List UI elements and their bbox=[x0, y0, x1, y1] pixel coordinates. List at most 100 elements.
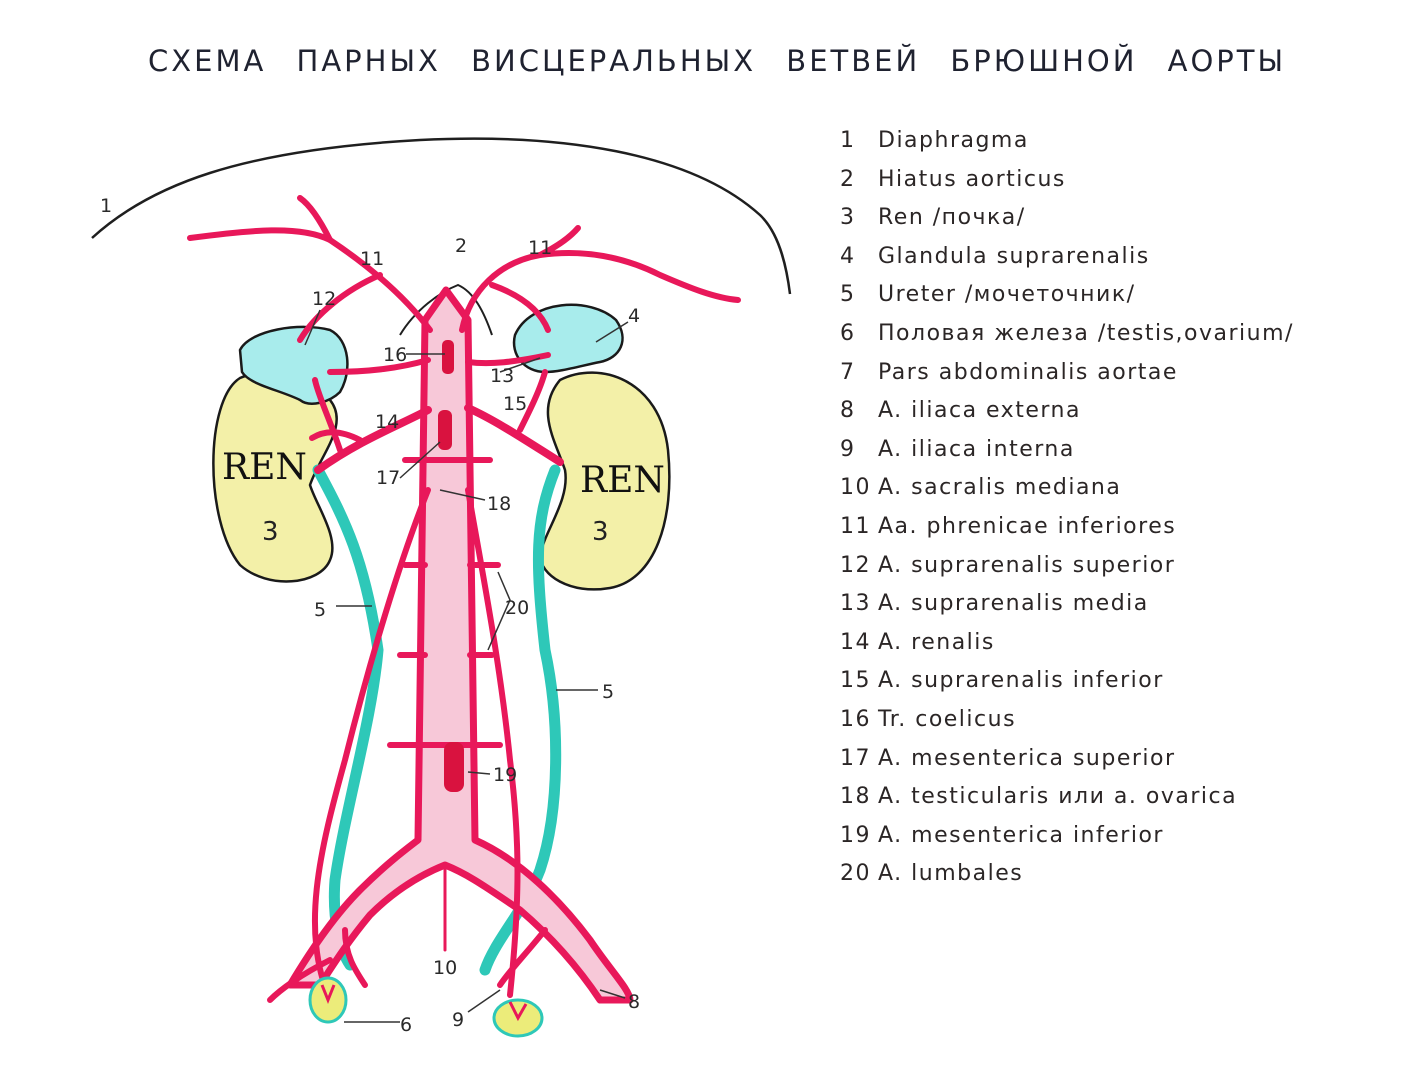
legend-number: 14 bbox=[840, 629, 871, 655]
mesenterica-superior-marker bbox=[438, 410, 452, 450]
marker-5-right: 5 bbox=[602, 681, 614, 703]
legend-number: 10 bbox=[840, 475, 871, 501]
mesenterica-inferior-marker bbox=[444, 742, 464, 792]
legend-text: A. lumbales bbox=[878, 861, 1024, 887]
suprarenal-media-left bbox=[327, 357, 431, 375]
iliaca-externa-left bbox=[267, 957, 333, 1003]
marker-14: 14 bbox=[375, 411, 399, 433]
marker-11-left: 11 bbox=[360, 248, 384, 270]
kidney-left-label: REN bbox=[222, 447, 307, 488]
legend-number: 7 bbox=[840, 359, 856, 385]
legend-number: 6 bbox=[840, 320, 856, 346]
legend-item: 17 A. mesenterica superior bbox=[840, 740, 1294, 779]
phrenic-left-lower bbox=[297, 272, 383, 343]
marker-1: 1 bbox=[100, 195, 112, 217]
legend-text: Pars abdominalis aortae bbox=[878, 359, 1178, 385]
legend-text: A. mesenterica inferior bbox=[878, 822, 1164, 848]
legend-number: 8 bbox=[840, 398, 856, 424]
marker-11-right: 11 bbox=[528, 237, 552, 259]
legend-number: 18 bbox=[840, 784, 871, 810]
marker-4: 4 bbox=[628, 305, 640, 327]
legend-text: A. testicularis или a. ovarica bbox=[878, 784, 1238, 810]
legend-item: 1 Diaphragma bbox=[840, 122, 1294, 161]
legend-text: A. suprarenalis inferior bbox=[878, 668, 1164, 694]
legend-number: 2 bbox=[840, 166, 856, 192]
legend-text: Glandula suprarenalis bbox=[878, 243, 1150, 269]
kidney-left-number: 3 bbox=[262, 517, 279, 547]
legend-number: 13 bbox=[840, 591, 871, 617]
legend-item: 16 Tr. coelicus bbox=[840, 701, 1294, 740]
marker-12: 12 bbox=[312, 288, 336, 310]
renal-right bbox=[464, 404, 564, 466]
kidney-right-number: 3 bbox=[592, 517, 609, 547]
legend-text: Tr. coelicus bbox=[878, 706, 1017, 732]
legend-item: 13 A. suprarenalis media bbox=[840, 585, 1294, 624]
suprarenal-inferior-right bbox=[517, 369, 548, 433]
legend-text: A. suprarenalis media bbox=[878, 591, 1149, 617]
legend-item: 5 Ureter /мочеточник/ bbox=[840, 276, 1294, 315]
leader-17 bbox=[399, 441, 441, 479]
page-title: СХЕМА ПАРНЫХ ВИСЦЕРАЛЬНЫХ ВЕТВЕЙ БРЮШНОЙ… bbox=[148, 44, 1287, 78]
leader-13 bbox=[499, 357, 541, 373]
legend-number: 12 bbox=[840, 552, 871, 578]
legend-item: 8 A. iliaca externa bbox=[840, 392, 1294, 431]
marker-10: 10 bbox=[433, 957, 457, 979]
gonad-right-artery bbox=[508, 1001, 528, 1022]
legend-number: 19 bbox=[840, 822, 871, 848]
marker-20: 20 bbox=[505, 597, 529, 619]
marker-18: 18 bbox=[487, 493, 511, 515]
phrenic-right bbox=[459, 250, 741, 333]
marker-9: 9 bbox=[452, 1009, 464, 1031]
marker-2: 2 bbox=[455, 235, 467, 257]
marker-5-left: 5 bbox=[314, 599, 326, 621]
legend-text: A. iliaca interna bbox=[878, 436, 1075, 462]
legend-text: Ren /почка/ bbox=[878, 205, 1026, 231]
kidney-right-label: REN bbox=[580, 460, 665, 501]
legend-text: A. mesenterica superior bbox=[878, 745, 1176, 771]
leader-8 bbox=[599, 989, 626, 999]
suprarenal-inferior-left bbox=[312, 377, 343, 453]
leader-20 bbox=[487, 571, 511, 651]
gonad-left-artery bbox=[320, 984, 336, 1005]
legend-item: 7 Pars abdominalis aortae bbox=[840, 354, 1294, 393]
coeliac-trunk-marker bbox=[442, 340, 454, 374]
phrenic-right-lower bbox=[489, 282, 551, 333]
diaphragm-line bbox=[91, 137, 792, 295]
leader-12 bbox=[304, 309, 321, 346]
legend-number: 16 bbox=[840, 706, 871, 732]
legend-item: 20 A. lumbales bbox=[840, 855, 1294, 894]
iliaca-interna-left bbox=[342, 927, 368, 988]
legend-text: Diaphragma bbox=[878, 128, 1029, 153]
suprarenal-media-right bbox=[465, 352, 551, 367]
marker-13: 13 bbox=[490, 365, 514, 387]
marker-8: 8 bbox=[628, 991, 640, 1013]
phrenic-left-upper bbox=[297, 195, 333, 243]
legend-text: A. iliaca externa bbox=[878, 398, 1081, 424]
legend-text: Ureter /мочеточник/ bbox=[878, 282, 1136, 308]
legend-number: 9 bbox=[840, 436, 856, 462]
legend-number: 17 bbox=[840, 745, 871, 771]
legend-number: 1 bbox=[840, 128, 856, 153]
phrenic-left bbox=[187, 227, 433, 333]
legend-item: 15 A. suprarenalis inferior bbox=[840, 662, 1294, 701]
testicular-right bbox=[465, 487, 521, 998]
legend-number: 11 bbox=[840, 513, 871, 539]
legend-item: 19 A. mesenterica inferior bbox=[840, 817, 1294, 856]
kidney-right bbox=[538, 371, 671, 591]
legend-number: 15 bbox=[840, 668, 871, 694]
gland-left bbox=[238, 325, 349, 405]
leader-18 bbox=[439, 489, 486, 501]
legend-number: 20 bbox=[840, 861, 871, 887]
legend-number: 4 bbox=[840, 243, 856, 269]
iliaca-interna-right bbox=[497, 927, 548, 988]
testicular-left bbox=[311, 487, 431, 1003]
legend-number: 5 bbox=[840, 282, 856, 308]
